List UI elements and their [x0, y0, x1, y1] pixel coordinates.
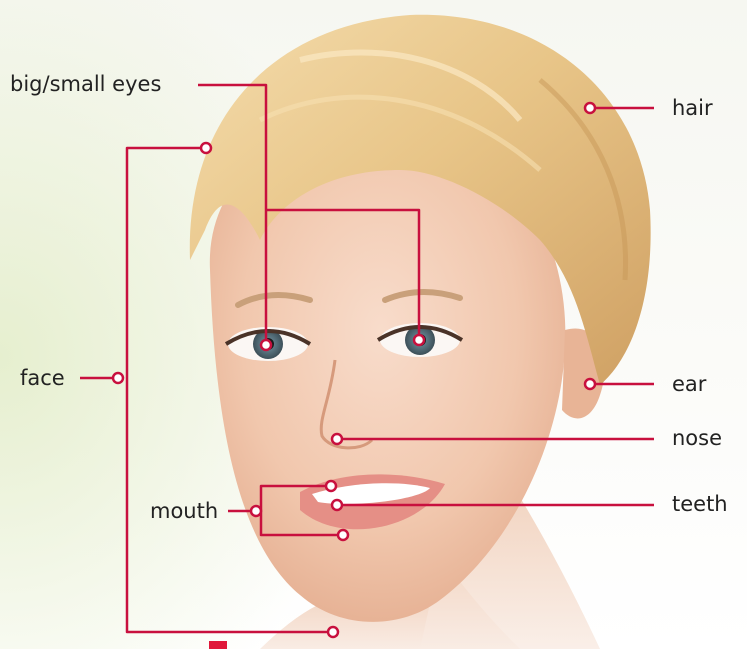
mouth-junction-marker — [251, 506, 261, 516]
eyes-callout-line — [198, 85, 266, 345]
face-label: face — [20, 368, 65, 389]
eyes-label: big/small eyes — [10, 74, 161, 95]
eyes-branch-line — [266, 210, 419, 340]
mouth-callout-line — [261, 486, 343, 535]
chin-marker — [328, 627, 338, 637]
hair-marker — [585, 103, 595, 113]
mouth-label: mouth — [150, 501, 218, 522]
face-junction-marker — [113, 373, 123, 383]
ear-label: ear — [672, 374, 706, 395]
nose-marker — [332, 434, 342, 444]
upper-lip-marker — [326, 481, 336, 491]
teeth-label: teeth — [672, 494, 728, 515]
lower-lip-marker — [338, 530, 348, 540]
red-corner-marker — [209, 641, 227, 649]
hair-label: hair — [672, 98, 713, 119]
nose-label: nose — [672, 428, 722, 449]
ear-marker — [585, 379, 595, 389]
forehead-marker — [201, 143, 211, 153]
face-callout-line — [127, 148, 333, 632]
eye-left-marker — [261, 340, 271, 350]
eye-right-marker — [414, 335, 424, 345]
teeth-marker — [332, 500, 342, 510]
